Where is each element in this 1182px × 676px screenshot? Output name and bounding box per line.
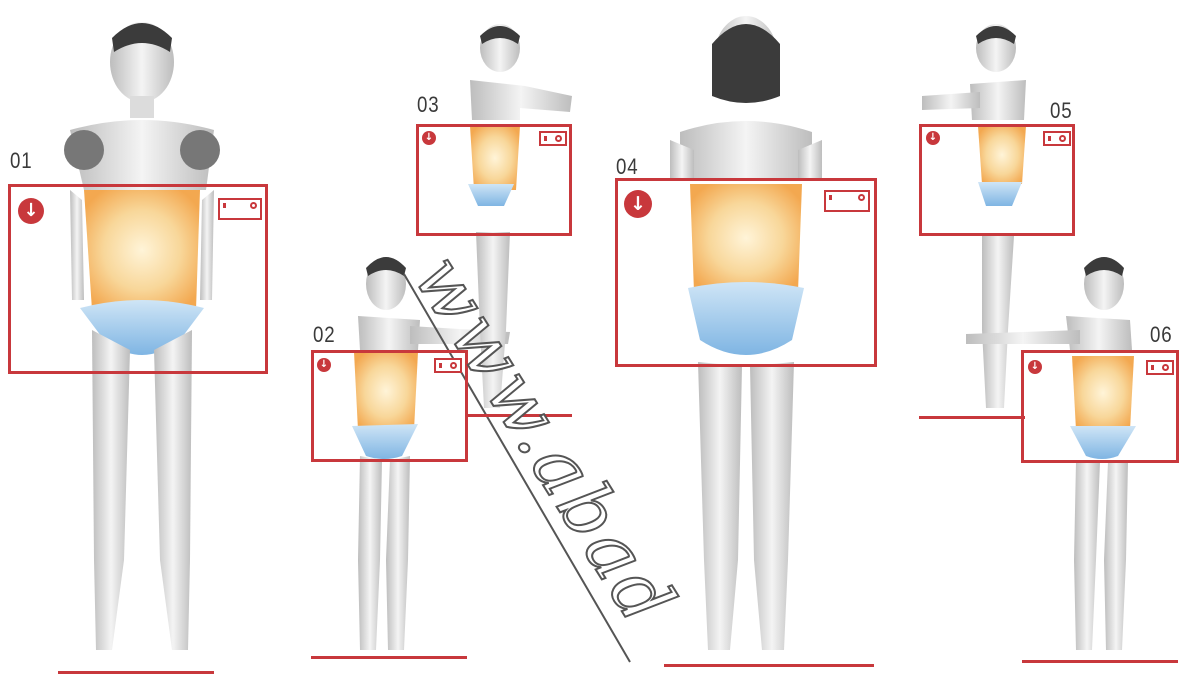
- camera-icon: [824, 190, 870, 212]
- download-arrow-icon: ↓: [422, 131, 436, 145]
- floor-line-06: [1022, 660, 1178, 663]
- panel-number-05: 05: [1050, 98, 1073, 124]
- floor-line-05: [919, 416, 1025, 419]
- camera-icon: [1146, 360, 1174, 375]
- camera-icon: [218, 198, 262, 220]
- floor-line-02: [311, 656, 467, 659]
- floor-line-04: [664, 664, 874, 667]
- camera-icon: [1043, 131, 1071, 146]
- panel-number-01: 01: [10, 148, 33, 174]
- camera-icon: [539, 131, 567, 146]
- panel-number-06: 06: [1150, 322, 1173, 348]
- download-arrow-icon: ↓: [624, 190, 652, 218]
- download-arrow-icon: ↓: [1028, 360, 1042, 374]
- download-arrow-icon: ↓: [18, 198, 44, 224]
- download-arrow-icon: ↓: [317, 358, 331, 372]
- floor-line-01: [58, 671, 214, 674]
- panel-number-04: 04: [616, 154, 639, 180]
- panel-number-02: 02: [313, 322, 336, 348]
- download-arrow-icon: ↓: [926, 131, 940, 145]
- panel-number-03: 03: [417, 92, 440, 118]
